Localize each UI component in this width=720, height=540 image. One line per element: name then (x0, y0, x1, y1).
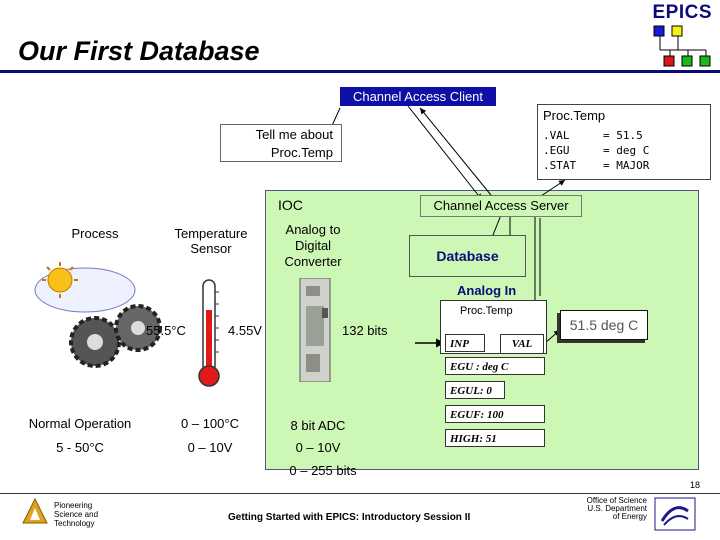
adc-label-line-3: Converter (284, 254, 342, 269)
high-field: HIGH: 51 (445, 429, 545, 447)
field-stat: .STAT = MAJOR (543, 159, 649, 172)
title-divider (0, 70, 720, 73)
footer-left-line-1: Pioneering (54, 501, 93, 510)
adc-label-line-2: Digital (294, 238, 332, 253)
field-egu: .EGU = deg C (543, 144, 649, 157)
thermometer-icon (198, 279, 220, 387)
sensor-reading: 4.55V (228, 323, 262, 338)
adc-type: 8 bit ADC (290, 418, 346, 433)
egul-field: EGUL: 0 (445, 381, 505, 399)
result-value: 51.5 deg C (560, 310, 648, 340)
proc-temp-response: Proc.Temp .VAL = 51.5 .EGU = deg C .STAT = … (537, 104, 711, 180)
query-line-1: Tell me about (255, 127, 333, 142)
val-field: VAL (500, 334, 544, 354)
argonne-logo-icon (22, 498, 48, 524)
footer-left-line-2: Science and (54, 510, 99, 519)
process-reading: 55.5°C (146, 323, 186, 338)
sensor-label: Temperature Sensor (163, 226, 259, 256)
client-query-bubble: Tell me about Proc.Temp (220, 124, 342, 162)
database-box: Database (409, 235, 526, 277)
channel-access-server: Channel Access Server (420, 195, 582, 217)
doe-logo-icon (654, 497, 696, 531)
sun-icon (34, 262, 136, 313)
adc-board-icon (299, 278, 331, 382)
ioc-label: IOC (278, 197, 303, 213)
adc-label: Analog to Digital Converter (276, 222, 350, 270)
footer-right: Office of Science U.S. Department of Ene… (585, 497, 647, 521)
field-name: .EGU (543, 144, 570, 157)
footer-title: Getting Started with EPICS: Introductory… (228, 512, 471, 523)
sensor-label-line-2: Sensor (190, 241, 232, 256)
footer-right-line-2: U.S. Department (587, 504, 647, 513)
field-name: .STAT (543, 159, 577, 172)
channel-access-client: Channel Access Client (340, 87, 496, 106)
adc-bits-range: 0 – 255 bits (289, 463, 357, 478)
sensor-temp-range: 0 – 100°C (181, 416, 239, 431)
footer-right-line-3: of Energy (612, 512, 647, 521)
proc-temp-title: Proc.Temp (543, 108, 606, 123)
page-number: 18 (690, 480, 701, 490)
sensor-voltage-range: 0 – 10V (187, 440, 233, 455)
record-name: Proc.Temp (460, 305, 513, 317)
footer-right-line-1: Office of Science (586, 496, 647, 505)
field-val: .VAL = 51.5 (543, 129, 643, 142)
epics-logo-icon (653, 25, 711, 67)
process-label: Process (71, 226, 119, 241)
page-title: Our First Database (18, 36, 260, 66)
adc-voltage-range: 0 – 10V (295, 440, 341, 455)
footer-left: Pioneering Science and Technology (54, 501, 98, 528)
process-range: 5 - 50°C (56, 440, 104, 455)
egu-field: EGU : deg C (445, 357, 545, 375)
field-value: = deg C (603, 144, 650, 157)
field-value: = MAJOR (603, 159, 650, 172)
footer-left-line-3: Technology (54, 519, 95, 528)
field-value: = 51.5 (603, 129, 643, 142)
adc-bits: 132 bits (342, 323, 388, 338)
query-line-2: Proc.Temp (270, 145, 333, 160)
adc-label-line-1: Analog to (285, 222, 341, 237)
eguf-field: EGUF: 100 (445, 405, 545, 423)
analog-in-label: Analog In (457, 283, 517, 298)
inp-field: INP (445, 334, 485, 352)
footer-divider (0, 493, 720, 494)
sensor-label-line-1: Temperature (174, 226, 248, 241)
gears-icon (69, 304, 162, 368)
field-name: .VAL (543, 129, 570, 142)
normal-operation-label: Normal Operation (28, 416, 132, 431)
epics-logo-text: EPICS (652, 2, 712, 23)
